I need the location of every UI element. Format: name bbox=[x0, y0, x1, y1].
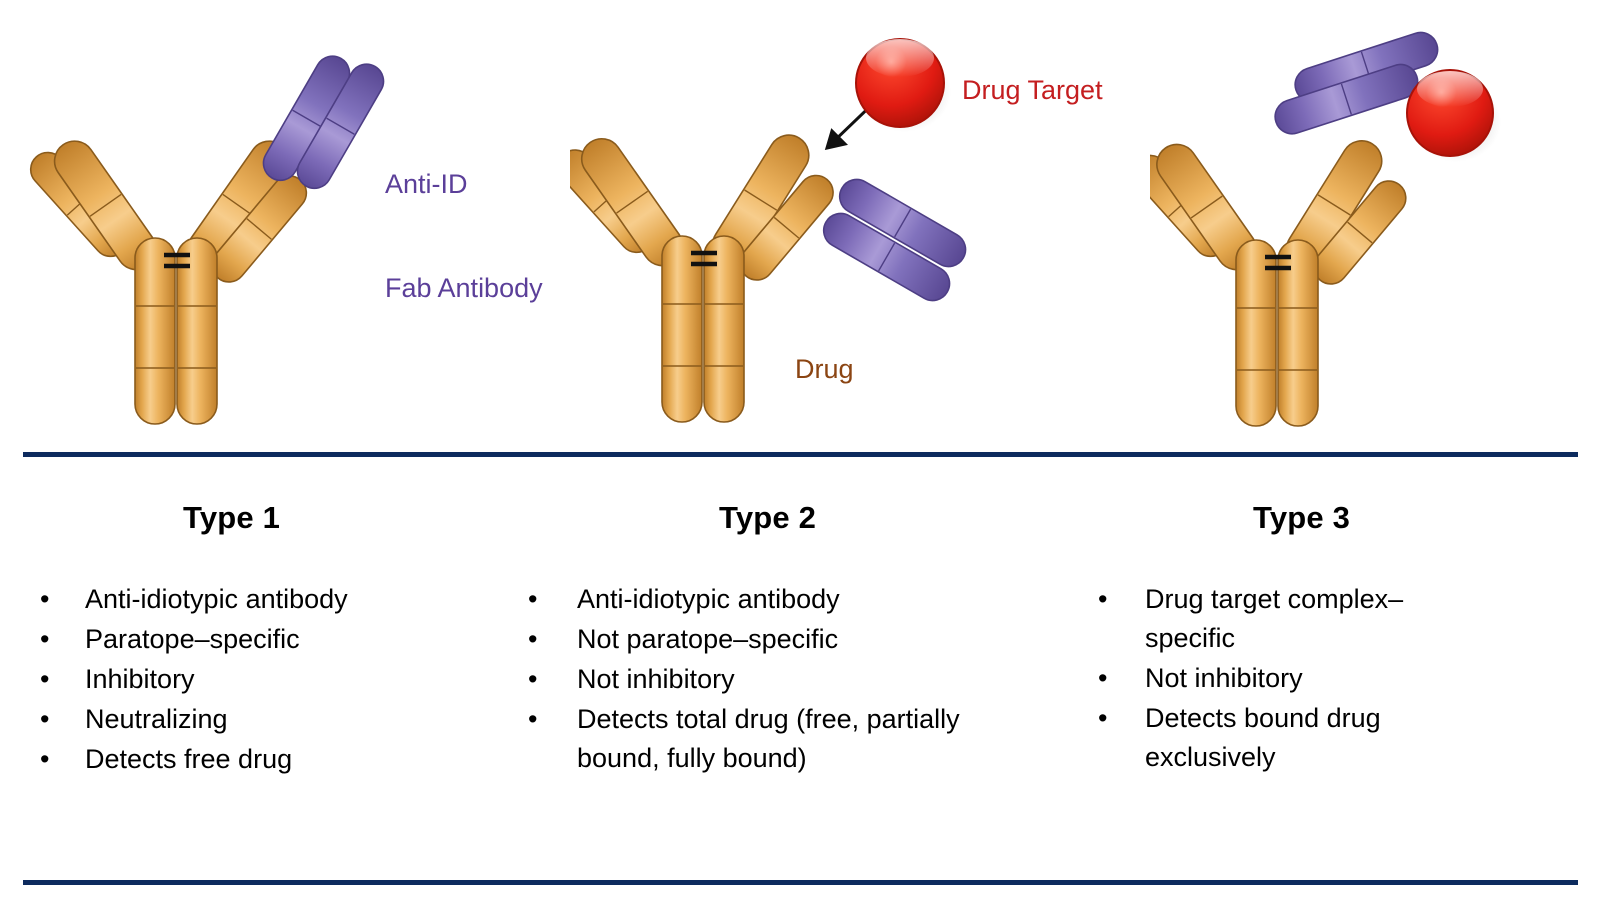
bullet-icon: • bbox=[528, 584, 538, 614]
bullet-icon: • bbox=[528, 703, 538, 734]
fc-stem-right bbox=[1277, 239, 1319, 427]
fc-stem-left bbox=[134, 237, 176, 425]
list-item: • Anti-idiotypic antibody bbox=[500, 580, 1000, 619]
list-item-label: Detects bound drug exclusively bbox=[1145, 702, 1381, 772]
list-item: • Not inhibitory bbox=[1070, 659, 1490, 698]
disulfide-bonds bbox=[1265, 254, 1291, 271]
column-title-type-1: Type 1 bbox=[183, 500, 281, 535]
anti-id-fab-antibody-shape bbox=[262, 55, 385, 190]
disulfide-bonds bbox=[691, 250, 717, 267]
column-title-type-3: Type 3 bbox=[1253, 500, 1351, 535]
bullet-icon: • bbox=[528, 663, 538, 694]
list-item-label: Drug target complex–specific bbox=[1145, 584, 1404, 653]
list-item-label: Not paratope–specific bbox=[577, 623, 839, 654]
list-item-label: Neutralizing bbox=[85, 703, 228, 734]
bullet-icon: • bbox=[40, 623, 50, 654]
drug-target-sphere bbox=[1406, 69, 1501, 162]
list-item: • Detects total drug (free, partially bou… bbox=[500, 700, 1000, 778]
list-item-label: Inhibitory bbox=[85, 663, 195, 694]
diagram-type-1 bbox=[0, 0, 600, 452]
label-drug-target: Drug Target bbox=[962, 75, 1103, 105]
list-item: • Not paratope–specific bbox=[500, 620, 1000, 659]
bullet-icon: • bbox=[1098, 584, 1108, 614]
bullet-icon: • bbox=[528, 623, 538, 654]
list-item-label: Paratope–specific bbox=[85, 623, 300, 654]
list-item: • Anti-idiotypic antibody bbox=[0, 580, 500, 619]
bullet-list-type-2: • Anti-idiotypic antibody • Not paratope–s… bbox=[500, 580, 1000, 778]
list-item-label: Detects total drug (free, partially boun… bbox=[577, 703, 960, 773]
list-item-label: Not inhibitory bbox=[1145, 662, 1303, 693]
label-drug: Drug bbox=[795, 354, 854, 384]
list-item: • Paratope–specific bbox=[0, 620, 500, 659]
bullet-icon: • bbox=[40, 584, 50, 614]
diagram-row: Anti-ID Fab Antibody Drug Target Drug bbox=[0, 0, 1600, 452]
disulfide-bonds bbox=[164, 252, 190, 269]
list-item-label: Detects free drug bbox=[85, 743, 293, 774]
bullet-list-type-3: • Drug target complex–specific • Not inhib… bbox=[1070, 580, 1490, 777]
bullet-icon: • bbox=[40, 663, 50, 694]
bullet-icon: • bbox=[1098, 662, 1108, 693]
column-title-type-2: Type 2 bbox=[719, 500, 817, 535]
drug-target-sphere bbox=[855, 38, 951, 132]
diagram-type-2 bbox=[570, 0, 1190, 452]
light-chain-right bbox=[1313, 180, 1407, 285]
bullet-list-type-1: • Anti-idiotypic antibody • Paratope–speci… bbox=[0, 580, 500, 779]
label-anti-id-fab-antibody: Anti-ID Fab Antibody bbox=[385, 98, 543, 374]
fc-stem-right bbox=[703, 235, 745, 423]
bullet-icon: • bbox=[1098, 702, 1108, 733]
list-item: • Inhibitory bbox=[0, 660, 500, 699]
anti-id-fab-antibody-shape bbox=[822, 178, 967, 302]
diagram-type-3 bbox=[1150, 0, 1600, 452]
bullet-icon: • bbox=[40, 743, 50, 774]
label-anti-id-line-2: Fab Antibody bbox=[385, 272, 543, 303]
fc-stem-left bbox=[661, 235, 703, 423]
list-item-label: Not inhibitory bbox=[577, 663, 735, 694]
fc-stem-right bbox=[176, 237, 218, 425]
anti-id-fab-antibody-shape bbox=[1274, 31, 1439, 135]
list-item: • Neutralizing bbox=[0, 700, 500, 739]
comparison-columns: Type 1 • Anti-idiotypic antibody • Paratop… bbox=[0, 452, 1600, 880]
light-chain-right bbox=[739, 174, 834, 281]
list-item: • Detects free drug bbox=[0, 740, 500, 779]
divider-top bbox=[23, 452, 1578, 457]
list-item-label: Anti-idiotypic antibody bbox=[85, 584, 348, 614]
fc-stem-left bbox=[1235, 239, 1277, 427]
list-item-label: Anti-idiotypic antibody bbox=[577, 584, 840, 614]
list-item: • Detects bound drug exclusively bbox=[1070, 699, 1490, 777]
bullet-icon: • bbox=[40, 703, 50, 734]
label-anti-id-line-1: Anti-ID bbox=[385, 169, 468, 200]
list-item: • Drug target complex–specific bbox=[1070, 580, 1490, 658]
divider-bottom bbox=[23, 880, 1578, 885]
list-item: • Not inhibitory bbox=[500, 660, 1000, 699]
